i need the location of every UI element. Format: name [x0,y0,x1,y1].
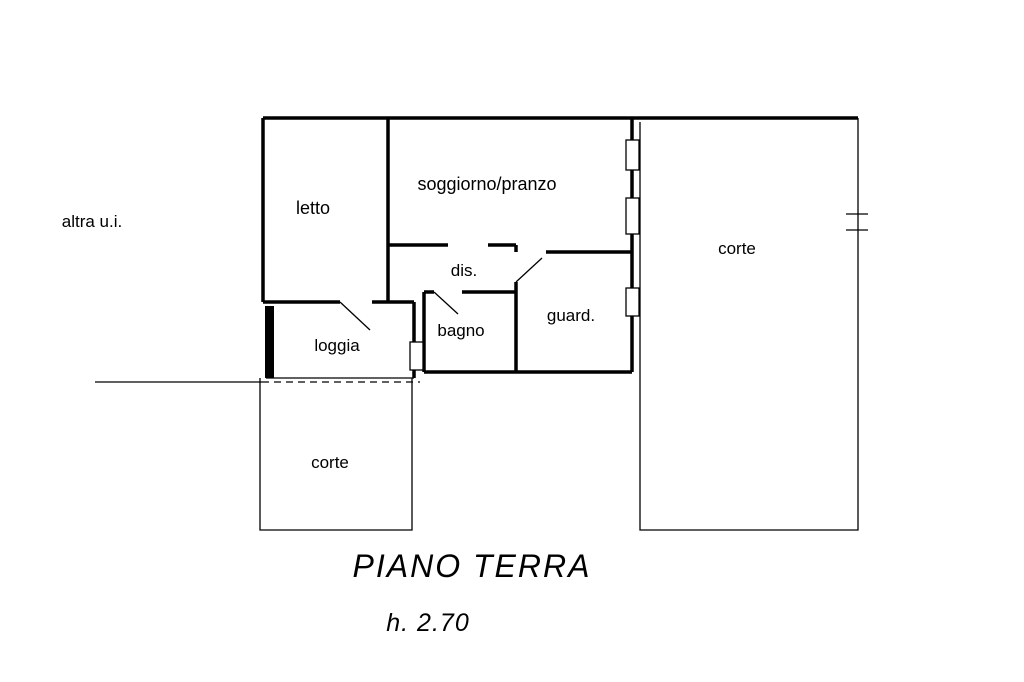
door-bagno [433,291,459,315]
plan-height-note: h. 2.70 [386,609,469,637]
room-label-dis: dis. [451,261,477,280]
room-label-loggia: loggia [314,336,360,355]
corte-right-outline [639,118,859,531]
room-label-guard: guard. [547,306,595,325]
door-letto-loggia [339,301,371,331]
walls [261,116,858,378]
room-label-bagno: bagno [437,321,484,340]
labels: letto soggiorno/pranzo dis. bagno guard.… [62,174,756,472]
window-soggiorno-1 [625,139,640,171]
window-guard [625,287,640,317]
room-label-corte-right: corte [718,239,756,258]
door-guard [515,257,543,283]
room-label-corte-left: corte [311,453,349,472]
corte-left-outline [259,378,413,531]
wall-loggia-left-pillar [265,306,274,378]
external-unit-label: altra u.i. [62,212,122,231]
window-loggia-bagno [409,341,424,371]
windows [409,139,640,371]
courtyards [95,118,868,531]
room-label-letto: letto [296,198,330,218]
doors [339,257,543,331]
plan-title: PIANO TERRA [353,548,592,584]
window-soggiorno-2 [625,197,640,235]
titles: PIANO TERRA h. 2.70 [353,548,592,637]
room-label-soggiorno: soggiorno/pranzo [417,174,556,194]
